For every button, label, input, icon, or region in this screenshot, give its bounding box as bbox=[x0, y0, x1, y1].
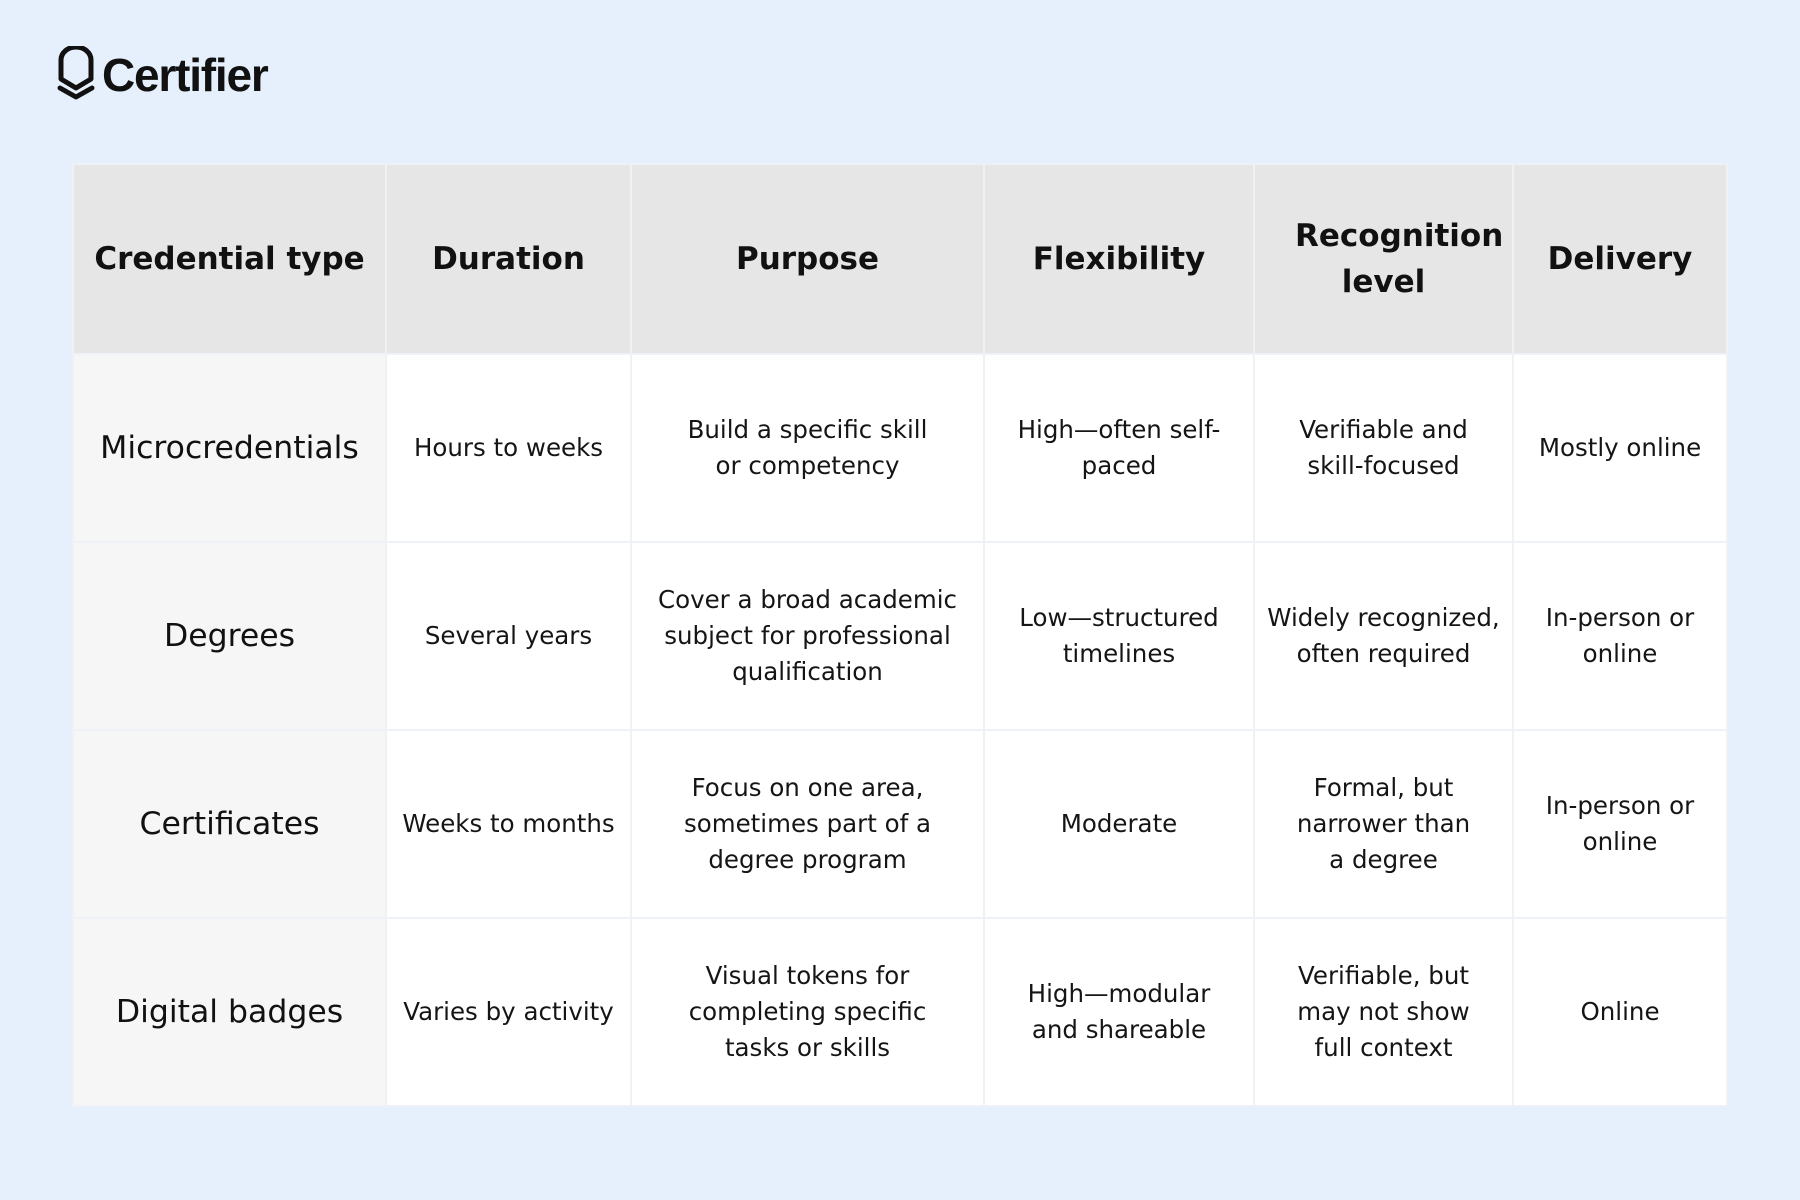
table-header-row: Credential type Duration Purpose Flexibi… bbox=[72, 163, 1728, 355]
header-duration: Duration bbox=[385, 163, 632, 355]
certifier-logo: Certifier bbox=[56, 46, 269, 104]
duration-cell: Varies by activity bbox=[385, 917, 632, 1107]
recognition-level-cell: Verifiable, but may not show full contex… bbox=[1253, 917, 1514, 1107]
table-row: Certificates Weeks to months Focus on on… bbox=[72, 729, 1728, 919]
flexibility-cell: High—often self-paced bbox=[983, 353, 1255, 543]
purpose-cell: Focus on one area, sometimes part of a d… bbox=[630, 729, 985, 919]
flexibility-cell: Low—structured timelines bbox=[983, 541, 1255, 731]
delivery-cell: In-person or online bbox=[1512, 541, 1728, 731]
delivery-cell: Mostly online bbox=[1512, 353, 1728, 543]
recognition-level-cell: Verifiable and skill-focused bbox=[1253, 353, 1514, 543]
purpose-cell: Cover a broad academic subject for profe… bbox=[630, 541, 985, 731]
credential-type-cell: Digital badges bbox=[72, 917, 387, 1107]
table-row: Degrees Several years Cover a broad acad… bbox=[72, 541, 1728, 731]
credential-type-cell: Degrees bbox=[72, 541, 387, 731]
brand-name: Certifier bbox=[102, 49, 269, 101]
header-credential-type: Credential type bbox=[72, 163, 387, 355]
flexibility-cell: Moderate bbox=[983, 729, 1255, 919]
credential-type-cell: Microcredentials bbox=[72, 353, 387, 543]
purpose-cell: Build a specific skill or competency bbox=[630, 353, 985, 543]
delivery-cell: Online bbox=[1512, 917, 1728, 1107]
recognition-level-cell: Formal, but narrower than a degree bbox=[1253, 729, 1514, 919]
recognition-level-cell: Widely recognized, often required bbox=[1253, 541, 1514, 731]
credential-type-cell: Certificates bbox=[72, 729, 387, 919]
flexibility-cell: High—modular and shareable bbox=[983, 917, 1255, 1107]
table-row: Microcredentials Hours to weeks Build a … bbox=[72, 353, 1728, 543]
duration-cell: Hours to weeks bbox=[385, 353, 632, 543]
certifier-shield-icon bbox=[57, 46, 95, 100]
table-row: Digital badges Varies by activity Visual… bbox=[72, 917, 1728, 1107]
header-purpose: Purpose bbox=[630, 163, 985, 355]
credential-comparison-table: Credential type Duration Purpose Flexibi… bbox=[72, 163, 1728, 1107]
duration-cell: Weeks to months bbox=[385, 729, 632, 919]
header-flexibility: Flexibility bbox=[983, 163, 1255, 355]
delivery-cell: In-person or online bbox=[1512, 729, 1728, 919]
header-delivery: Delivery bbox=[1512, 163, 1728, 355]
purpose-cell: Visual tokens for completing specific ta… bbox=[630, 917, 985, 1107]
duration-cell: Several years bbox=[385, 541, 632, 731]
header-recognition-level: Recognition level bbox=[1253, 163, 1514, 355]
